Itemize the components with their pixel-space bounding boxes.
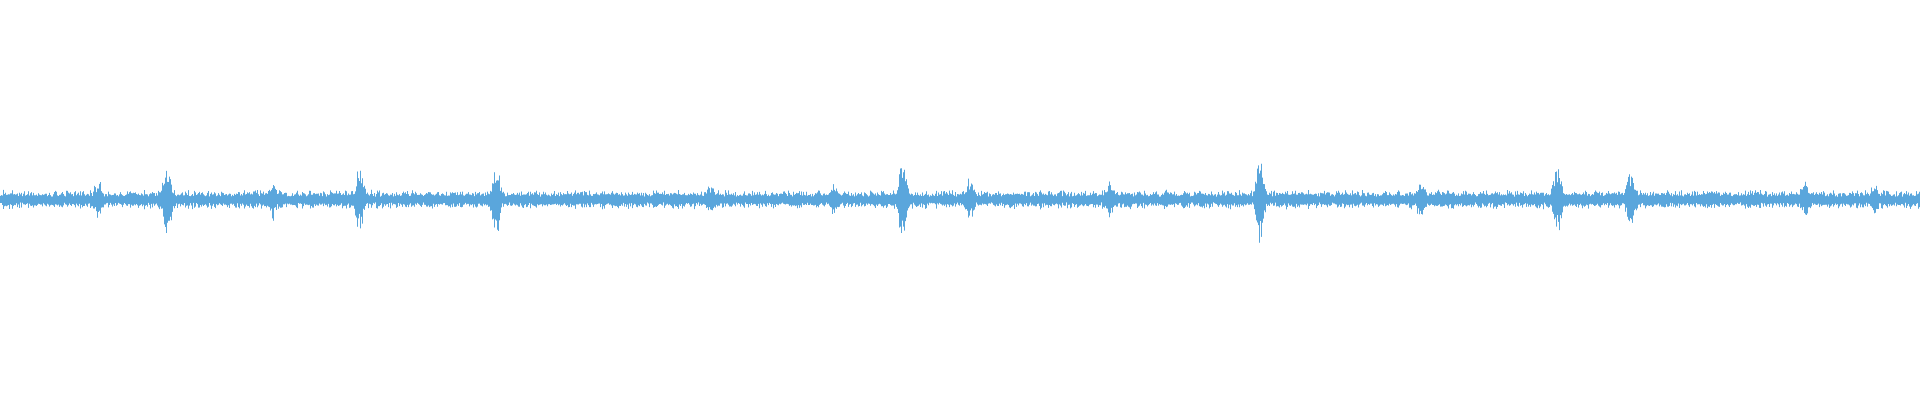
- waveform-samples: [0, 163, 1920, 243]
- waveform-trace: [0, 163, 1920, 243]
